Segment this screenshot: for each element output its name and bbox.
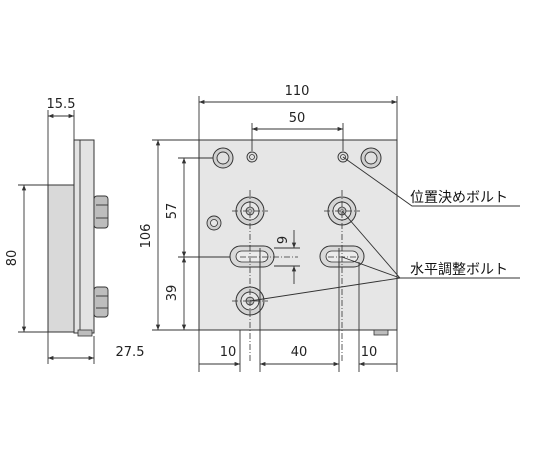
dim-side-top-width: 15.5 bbox=[47, 97, 76, 112]
side-block bbox=[47, 184, 75, 333]
front-view: 110 50 106 57 39 9 1 bbox=[139, 84, 398, 372]
side-plate bbox=[73, 139, 95, 334]
dim-pin-spacing: 50 bbox=[289, 111, 306, 126]
dim-front-height: 106 bbox=[139, 224, 154, 249]
front-plate bbox=[198, 139, 398, 331]
dim-bottom-left: 10 bbox=[220, 345, 237, 360]
leader-leveling-bolt-lower bbox=[249, 277, 401, 302]
dim-lower-height: 39 bbox=[165, 285, 180, 302]
label-positioning-bolt: 位置決めボルト bbox=[410, 190, 508, 206]
side-bolt-lower bbox=[93, 286, 109, 318]
dim-bottom-mid: 40 bbox=[291, 345, 308, 360]
side-bolt-upper bbox=[93, 195, 109, 229]
dim-front-width: 110 bbox=[285, 84, 310, 99]
leader-leveling-bolt-mid bbox=[341, 256, 401, 279]
positioning-pin-left bbox=[246, 151, 258, 163]
leader-positioning-bolt bbox=[342, 156, 520, 207]
dim-slot-height: 9 bbox=[276, 236, 291, 244]
callouts: 位置決めボルト 水平調整ボルト bbox=[249, 156, 520, 302]
dim-upper-height: 57 bbox=[165, 203, 180, 220]
label-leveling-bolt: 水平調整ボルト bbox=[410, 262, 508, 278]
dim-side-bottom-width: 27.5 bbox=[116, 345, 145, 360]
dim-bottom-right: 10 bbox=[361, 345, 378, 360]
side-view: 15.5 80 27.5 bbox=[5, 97, 144, 364]
dim-side-height: 80 bbox=[5, 250, 20, 267]
